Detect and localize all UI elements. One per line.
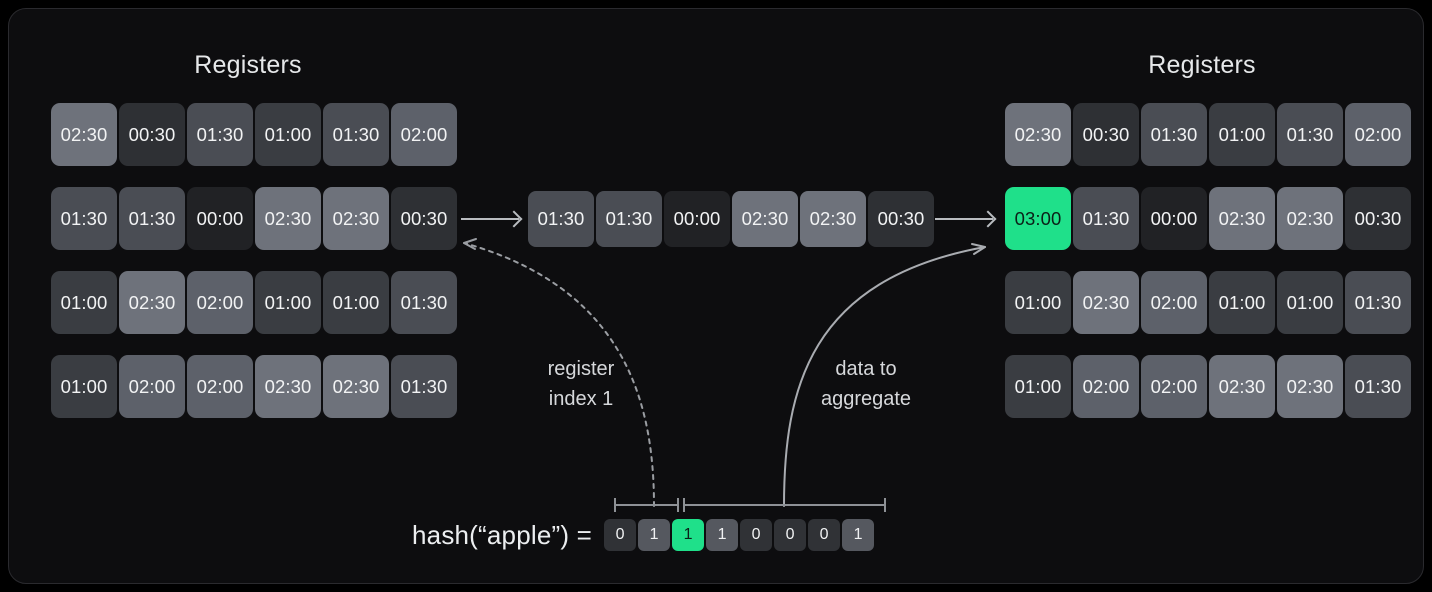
right-register-cell-r0-c1: 00:30 xyxy=(1073,103,1139,166)
right-register-cell-r3-c3: 02:30 xyxy=(1209,355,1275,418)
annotation-data-to-aggregate: data to aggregate xyxy=(820,358,912,410)
right-register-cell-r0-c3: 01:00 xyxy=(1209,103,1275,166)
center-register-cell-r0-c2: 00:00 xyxy=(664,191,730,247)
hash-label: hash(“apple”) = xyxy=(412,519,593,550)
right-register-cell-r1-c0: 03:00 xyxy=(1005,187,1071,250)
hash-bit-0: 0 xyxy=(604,519,637,551)
left-register-cell-r3-c2: 02:00 xyxy=(187,355,253,418)
left-register-cell-r0-c2: 01:30 xyxy=(187,103,253,166)
center-register-cell-r0-c3: 02:30 xyxy=(732,191,798,247)
right-register-cell-r2-c2: 02:00 xyxy=(1141,271,1207,334)
left-register-cell-r1-c1: 01:30 xyxy=(119,187,185,250)
left-register-cell-r1-c5: 00:30 xyxy=(391,187,457,250)
center-register-cell-r0-c1: 01:30 xyxy=(596,191,662,247)
left-register-cell-r1-c3: 02:30 xyxy=(255,187,321,250)
left-register-cell-r3-c1: 02:00 xyxy=(119,355,185,418)
hash-bit-5: 0 xyxy=(774,519,807,551)
arrow-right-icon-left-to-center xyxy=(461,218,519,220)
left-register-cell-r2-c4: 01:00 xyxy=(323,271,389,334)
left-register-cell-r0-c0: 02:30 xyxy=(51,103,117,166)
left-register-cell-r2-c0: 01:00 xyxy=(51,271,117,334)
bracket-icon-index-bits xyxy=(614,498,679,512)
right-register-cell-r0-c5: 02:00 xyxy=(1345,103,1411,166)
right-register-cell-r2-c0: 01:00 xyxy=(1005,271,1071,334)
left-register-cell-r2-c3: 01:00 xyxy=(255,271,321,334)
left-register-cell-r0-c1: 00:30 xyxy=(119,103,185,166)
right-register-cell-r1-c4: 02:30 xyxy=(1277,187,1343,250)
left-register-cell-r3-c3: 02:30 xyxy=(255,355,321,418)
hash-bit-2: 1 xyxy=(672,519,705,551)
right-register-cell-r2-c5: 01:30 xyxy=(1345,271,1411,334)
right-register-cell-r2-c3: 01:00 xyxy=(1209,271,1275,334)
right-register-cell-r2-c1: 02:30 xyxy=(1073,271,1139,334)
arrow-right-icon-center-to-right xyxy=(935,218,993,220)
center-register-cell-r0-c4: 02:30 xyxy=(800,191,866,247)
right-register-cell-r1-c3: 02:30 xyxy=(1209,187,1275,250)
center-register-cell-r0-c5: 00:30 xyxy=(868,191,934,247)
hash-bit-1: 1 xyxy=(638,519,671,551)
left-register-cell-r0-c4: 01:30 xyxy=(323,103,389,166)
left-register-cell-r0-c3: 01:00 xyxy=(255,103,321,166)
left-register-cell-r3-c4: 02:30 xyxy=(323,355,389,418)
hash-bit-6: 0 xyxy=(808,519,841,551)
left-register-cell-r2-c1: 02:30 xyxy=(119,271,185,334)
annotation-register-index: register index 1 xyxy=(547,358,615,410)
left-register-cell-r3-c0: 01:00 xyxy=(51,355,117,418)
left-register-cell-r3-c5: 01:30 xyxy=(391,355,457,418)
left-register-cell-r1-c4: 02:30 xyxy=(323,187,389,250)
left-register-cell-r1-c2: 00:00 xyxy=(187,187,253,250)
left-register-cell-r2-c5: 01:30 xyxy=(391,271,457,334)
right-register-cell-r0-c2: 01:30 xyxy=(1141,103,1207,166)
bracket-icon-data-bits xyxy=(683,498,886,512)
hash-bit-3: 1 xyxy=(706,519,739,551)
right-panel-title: Registers xyxy=(1148,51,1256,79)
right-register-cell-r3-c0: 01:00 xyxy=(1005,355,1071,418)
right-register-cell-r3-c4: 02:30 xyxy=(1277,355,1343,418)
hash-bit-7: 1 xyxy=(842,519,875,551)
right-register-cell-r0-c4: 01:30 xyxy=(1277,103,1343,166)
hash-bit-4: 0 xyxy=(740,519,773,551)
center-register-cell-r0-c0: 01:30 xyxy=(528,191,594,247)
left-register-cell-r1-c0: 01:30 xyxy=(51,187,117,250)
left-register-cell-r2-c2: 02:00 xyxy=(187,271,253,334)
right-register-cell-r3-c1: 02:00 xyxy=(1073,355,1139,418)
left-register-cell-r0-c5: 02:00 xyxy=(391,103,457,166)
right-register-cell-r2-c4: 01:00 xyxy=(1277,271,1343,334)
right-register-cell-r1-c1: 01:30 xyxy=(1073,187,1139,250)
right-register-cell-r3-c5: 01:30 xyxy=(1345,355,1411,418)
left-panel-title: Registers xyxy=(194,51,302,79)
right-register-cell-r1-c5: 00:30 xyxy=(1345,187,1411,250)
right-register-cell-r1-c2: 00:00 xyxy=(1141,187,1207,250)
right-register-cell-r3-c2: 02:00 xyxy=(1141,355,1207,418)
right-register-cell-r0-c0: 02:30 xyxy=(1005,103,1071,166)
